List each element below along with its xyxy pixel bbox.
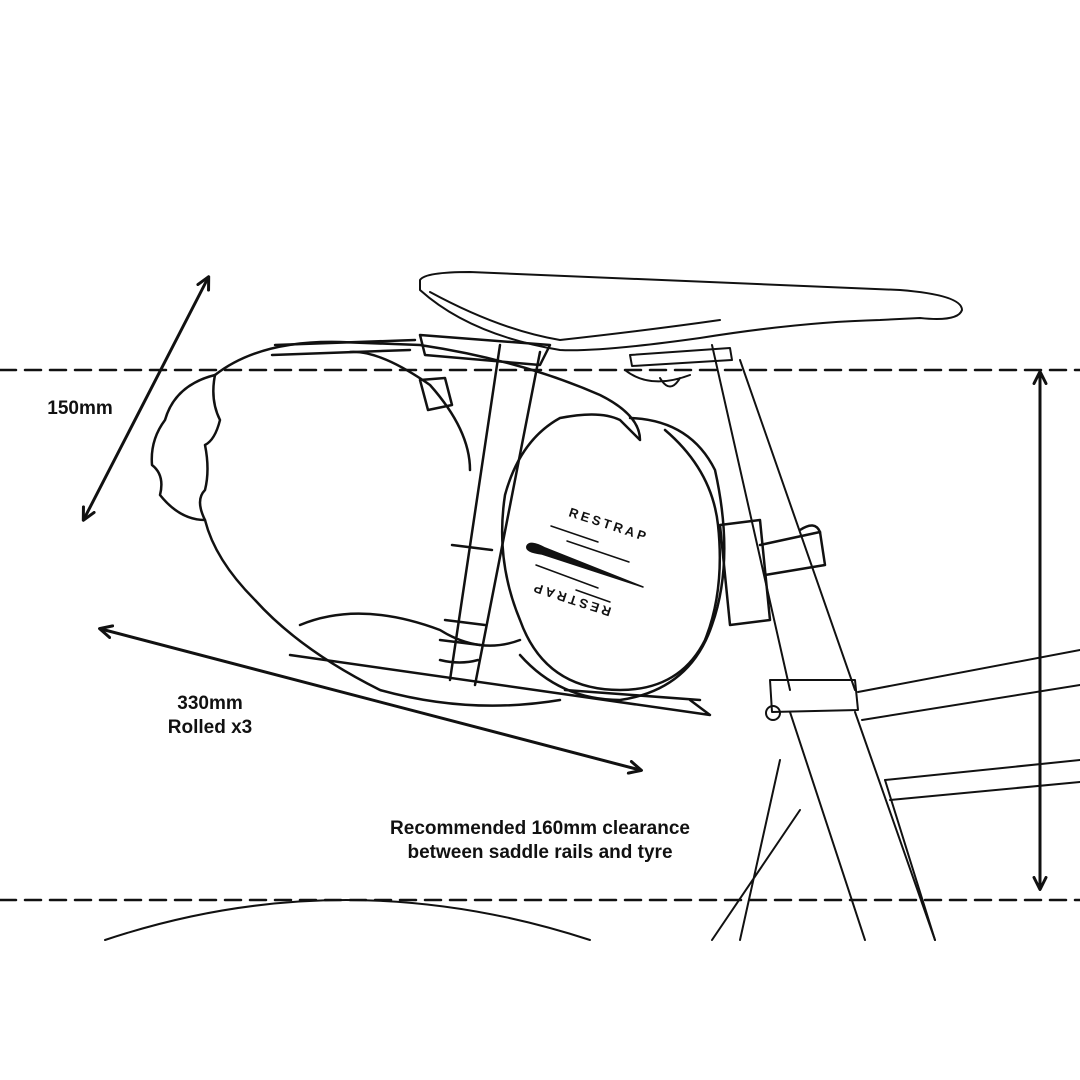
restrap-logo: RESTRAP RESTRAP (526, 505, 651, 619)
bike-frame (711, 344, 1080, 941)
height-arrow (81, 275, 211, 522)
saddle-bag (150, 333, 827, 717)
length-arrow (98, 624, 643, 775)
rolled-label: Rolled x3 (167, 717, 253, 738)
tyre (104, 899, 591, 941)
clearance-label-line2: between saddle rails and tyre (407, 842, 673, 863)
saddle (419, 271, 963, 388)
logo-text-top: RESTRAP (567, 505, 651, 545)
height-label: 150mm (47, 398, 113, 419)
clearance-label-line1: Recommended 160mm clearance (390, 818, 690, 839)
length-label: 330mm (177, 693, 243, 714)
logo-text-bottom: RESTRAP (529, 579, 613, 619)
